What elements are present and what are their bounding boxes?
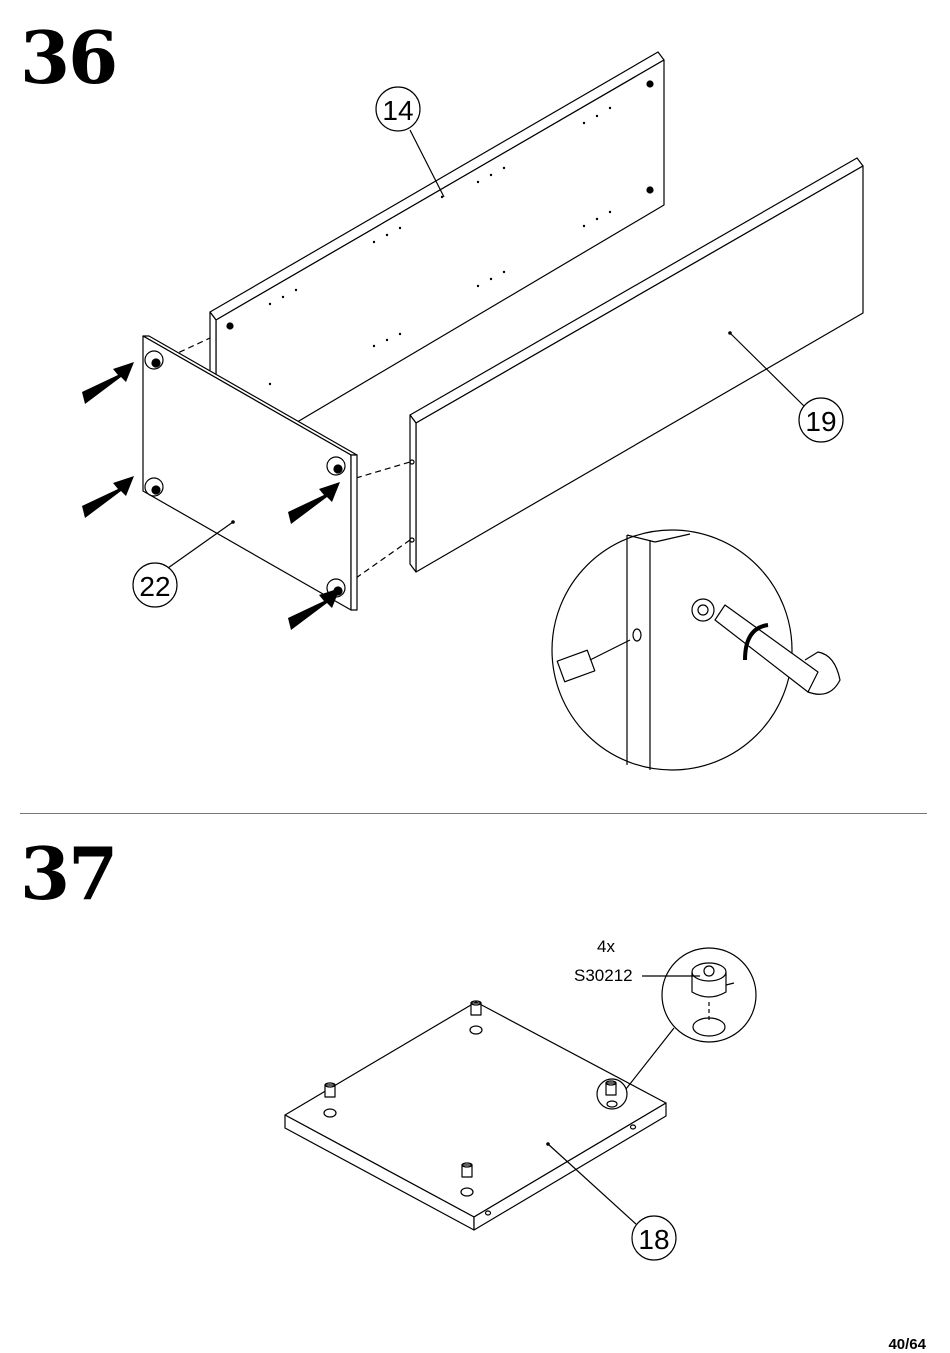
panel-18 [285, 1001, 666, 1230]
callout-18: 18 [638, 1224, 669, 1255]
hardware-quantity: 4x [597, 937, 615, 957]
callout-14: 14 [382, 95, 413, 126]
detail-cam-lock [552, 530, 840, 770]
page-number: 40/64 [888, 1336, 926, 1353]
callout-19: 19 [805, 406, 836, 437]
section-divider [20, 813, 927, 814]
callout-22: 22 [139, 571, 170, 602]
step37-drawing [285, 948, 756, 1230]
hardware-detail [626, 948, 756, 1089]
callouts-step37: 18 [632, 1216, 676, 1260]
step36-drawing [82, 52, 863, 770]
step-number-37: 37 [20, 838, 116, 910]
hardware-code: S30212 [574, 966, 633, 986]
